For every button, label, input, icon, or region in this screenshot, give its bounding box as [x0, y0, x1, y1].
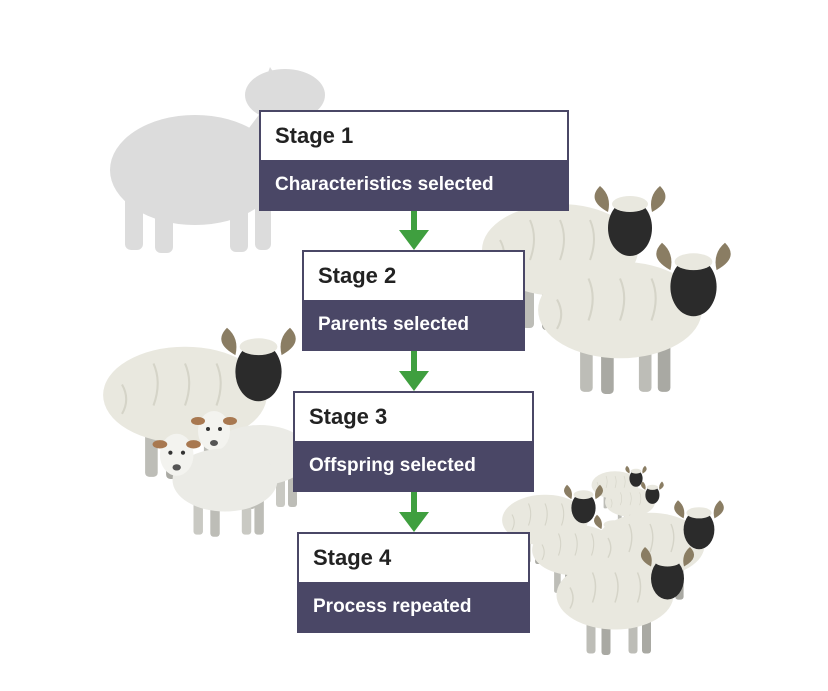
stage-3-title: Stage 3 [295, 393, 532, 441]
stage-4-title: Stage 4 [299, 534, 528, 582]
arrow-down-icon [399, 492, 429, 532]
stage-3-description: Offspring selected [295, 441, 532, 491]
stage-4-box: Stage 4 Process repeated [297, 532, 530, 633]
stage-3-box: Stage 3 Offspring selected [293, 391, 534, 492]
arrow-down-icon [399, 351, 429, 391]
arrow-down-icon [399, 210, 429, 250]
stage-2-title: Stage 2 [304, 252, 523, 300]
stage-4-description: Process repeated [299, 582, 528, 632]
stage-1-title: Stage 1 [261, 112, 567, 160]
stage-2-description: Parents selected [304, 300, 523, 350]
stage-1-box: Stage 1 Characteristics selected [259, 110, 569, 211]
stage-1-description: Characteristics selected [261, 160, 567, 210]
stage-2-box: Stage 2 Parents selected [302, 250, 525, 351]
